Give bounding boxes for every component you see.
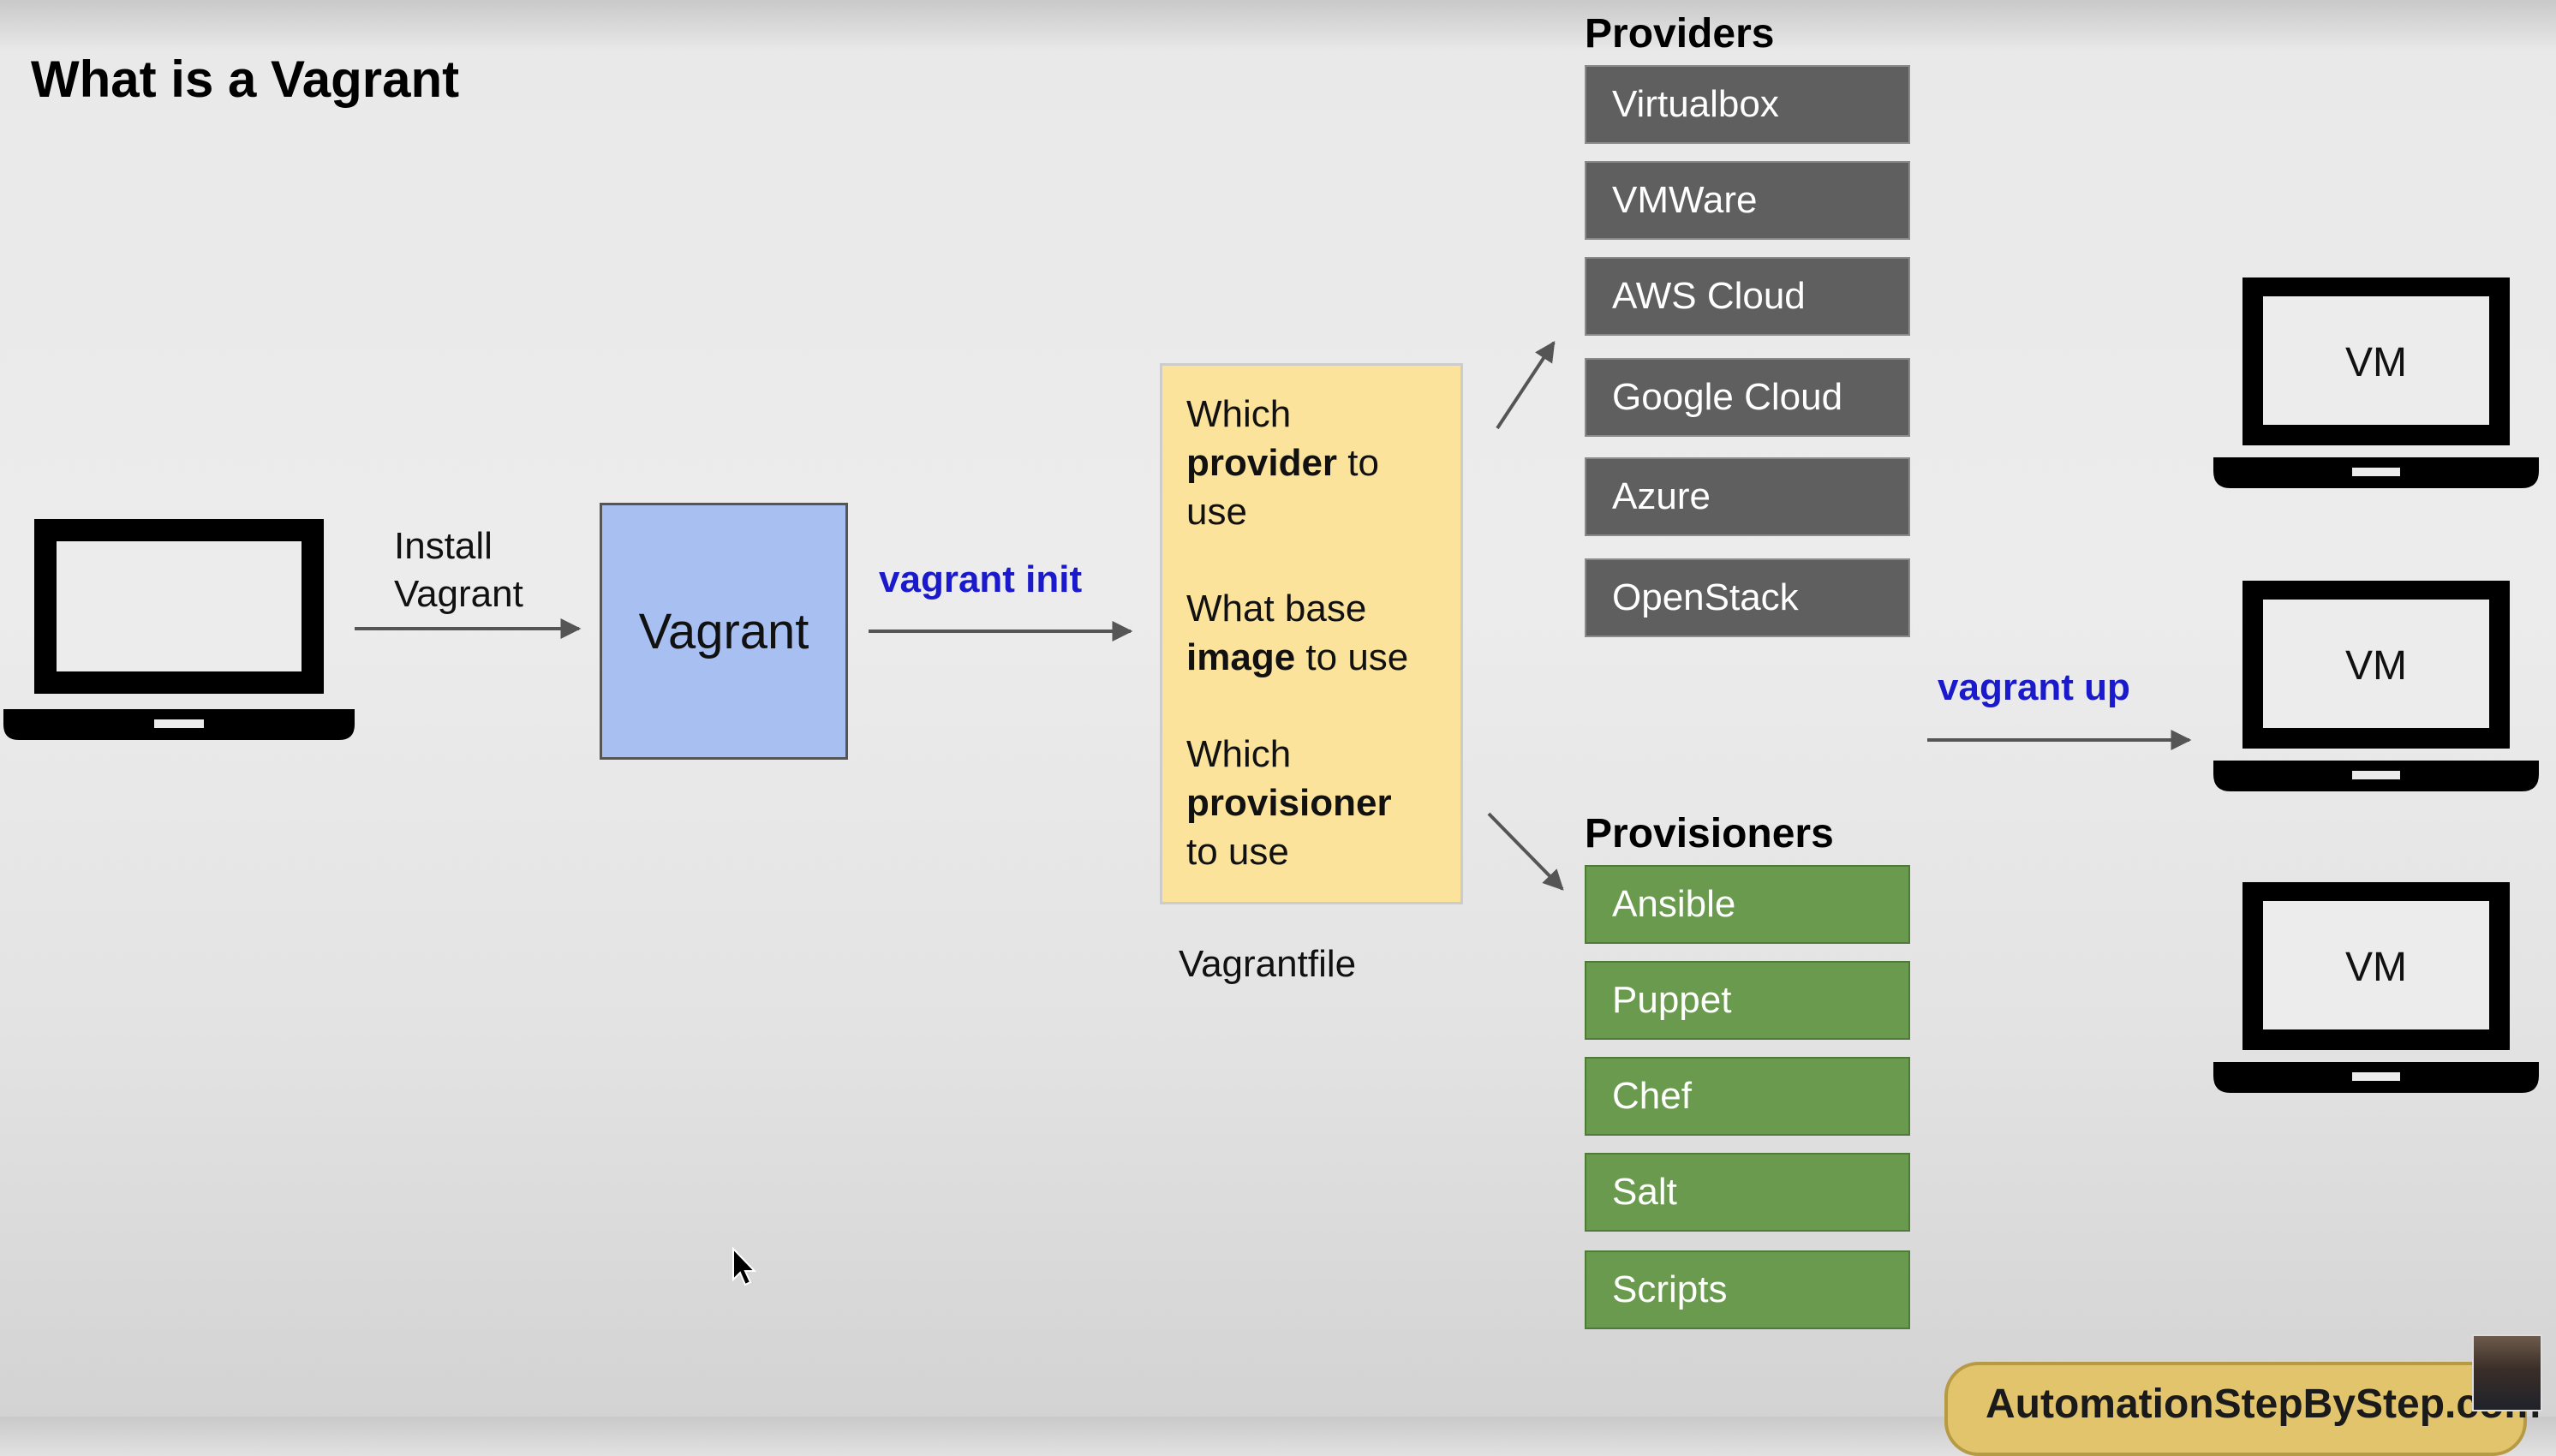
- provider-item: AWS Cloud: [1585, 257, 1910, 336]
- q2-bold: image: [1186, 636, 1296, 678]
- vagrantfile-box: Which provider to use What base image to…: [1160, 363, 1463, 904]
- vagrantfile-question-provisioner: Which provisioner to use: [1186, 730, 1436, 876]
- provisioner-item: Salt: [1585, 1153, 1910, 1232]
- vagrant-up-command: vagrant up: [1938, 666, 2130, 708]
- vm-laptop-icon: [2213, 882, 2539, 1093]
- page-title: What is a Vagrant: [31, 51, 460, 108]
- arrow-to-providers: [1496, 340, 1556, 430]
- arrow-to-provisioners: [1487, 812, 1564, 891]
- provisioner-item: Ansible: [1585, 865, 1910, 944]
- q3-post: to use: [1186, 831, 1289, 873]
- q3-pre: Which: [1186, 733, 1292, 775]
- vagrantfile-caption: Vagrantfile: [1179, 943, 1357, 985]
- vagrantfile-question-provider: Which provider to use: [1186, 390, 1436, 536]
- q1-tail: use: [1186, 491, 1247, 533]
- vagrantfile-question-image: What base image to use: [1186, 584, 1436, 682]
- vagrant-init-command: vagrant init: [879, 558, 1083, 600]
- q2-post: to use: [1305, 636, 1409, 678]
- q2-pre: What base: [1186, 588, 1367, 630]
- mouse-cursor-icon: [732, 1246, 757, 1286]
- vm-laptop-icon: [2213, 581, 2539, 791]
- provider-item: OpenStack: [1585, 558, 1910, 637]
- provisioner-item: Chef: [1585, 1057, 1910, 1136]
- provisioners-heading: Provisioners: [1585, 811, 1834, 856]
- footer-brand-banner: AutomationStepByStep.com: [1944, 1362, 2541, 1456]
- provisioner-item: Puppet: [1585, 961, 1910, 1040]
- q1-post: to: [1347, 442, 1379, 484]
- install-label-line2: Vagrant: [394, 573, 523, 615]
- vagrant-box: Vagrant: [600, 503, 848, 760]
- q3-bold: provisioner: [1186, 782, 1392, 824]
- provisioner-item: Scripts: [1585, 1250, 1910, 1329]
- q1-pre: Which: [1186, 393, 1292, 435]
- q1-bold: provider: [1186, 442, 1338, 484]
- vm-label: VM: [2345, 340, 2407, 385]
- vm-label: VM: [2345, 945, 2407, 990]
- install-vagrant-label: Install Vagrant: [394, 522, 523, 618]
- user-laptop-icon: [3, 519, 355, 740]
- provider-item: Virtualbox: [1585, 65, 1910, 144]
- providers-heading: Providers: [1585, 11, 1775, 57]
- diagram-canvas: [3, 277, 2539, 1286]
- install-label-line1: Install: [394, 525, 493, 567]
- vm-laptop-icon: [2213, 277, 2539, 488]
- provider-item: Azure: [1585, 457, 1910, 536]
- provider-item: VMWare: [1585, 161, 1910, 240]
- presenter-avatar: [2472, 1334, 2542, 1411]
- provider-item: Google Cloud: [1585, 358, 1910, 437]
- vm-label: VM: [2345, 643, 2407, 689]
